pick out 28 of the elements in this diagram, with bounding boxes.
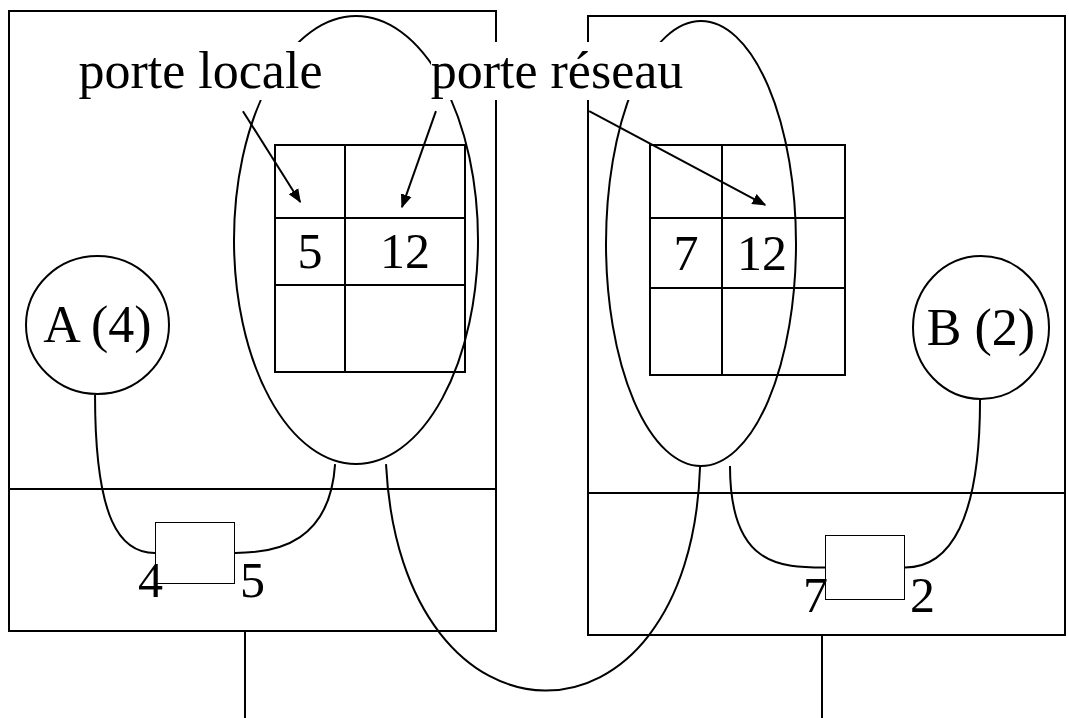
port-table <box>649 144 846 376</box>
port-number: 7 <box>803 570 828 620</box>
leader-arrow <box>588 110 767 206</box>
table-cell <box>275 285 345 372</box>
connector-line <box>904 399 982 569</box>
process-ellipse: A (4) <box>25 255 170 395</box>
table-cell <box>275 145 345 218</box>
port-number: 5 <box>240 555 265 605</box>
port-table <box>274 144 466 373</box>
table-cell: 12 <box>345 218 465 285</box>
port-number: 2 <box>910 570 935 620</box>
connector-line <box>729 465 826 569</box>
leader-arrow <box>400 110 437 209</box>
socket-box <box>825 535 905 600</box>
table-cell <box>722 145 845 218</box>
table-cell: 12 <box>722 218 845 288</box>
table-cell: 7 <box>650 218 722 288</box>
leader-arrow <box>241 110 302 204</box>
connector-line <box>94 394 156 554</box>
table-cell <box>345 285 465 372</box>
connector-line <box>385 463 702 692</box>
table-cell <box>650 145 722 218</box>
table-cell <box>722 288 845 375</box>
connector-line <box>234 463 337 554</box>
process-ellipse: B (2) <box>912 255 1050 400</box>
table-cell <box>650 288 722 375</box>
table-cell: 5 <box>275 218 345 285</box>
table-cell <box>345 145 465 218</box>
